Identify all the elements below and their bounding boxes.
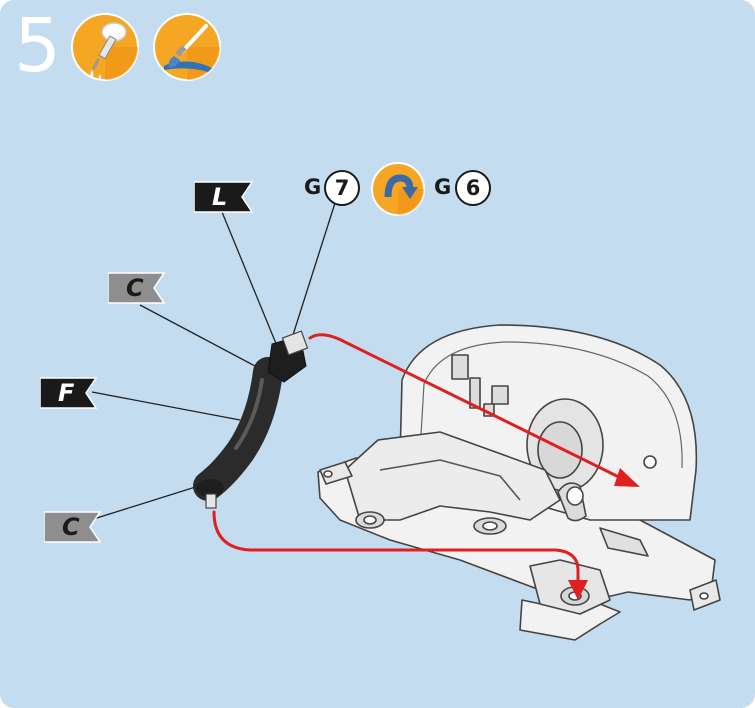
rotation-to-number: 6 <box>455 170 491 206</box>
label-flag-f: F <box>39 376 100 410</box>
label-flag-l: L <box>193 180 256 214</box>
rotation-from-prefix: G <box>304 175 322 199</box>
step-number: 5 <box>14 3 62 89</box>
label-c-top-text: C <box>126 274 144 302</box>
label-flag-c-top: C <box>107 271 168 305</box>
rotation-to-prefix: G <box>434 175 452 199</box>
rotation-from-number: 7 <box>324 170 360 206</box>
arrowheads <box>568 468 640 600</box>
label-l-text: L <box>212 183 228 211</box>
label-c-bottom-text: C <box>62 513 80 541</box>
mechanism <box>317 324 721 641</box>
label-flag-c-bottom: C <box>43 510 104 544</box>
rubber-tube <box>193 330 309 509</box>
rotate-arrow-icon <box>370 161 426 217</box>
paintbrush-icon <box>152 12 222 82</box>
direction-arrows <box>212 333 627 587</box>
oil-dropper-icon <box>70 12 140 82</box>
leader-lines <box>83 202 336 523</box>
label-f-text: F <box>58 379 75 407</box>
